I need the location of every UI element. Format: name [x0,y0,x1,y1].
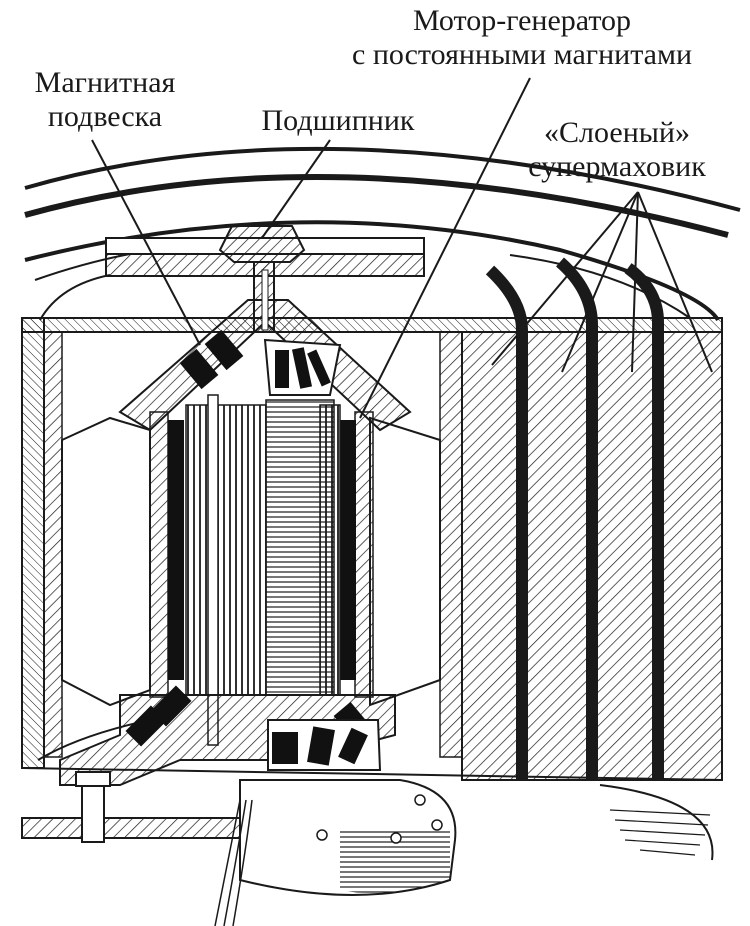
motor-generator-label: Мотор-генератор с постоянными магнитами [352,4,692,72]
motor-housing-right [354,411,374,698]
outer-wall-left [21,317,45,769]
inner-wall-right [439,331,463,758]
leader-lines [91,77,713,419]
lower-rotor-fan [267,719,382,771]
central-shaft [207,394,219,746]
flange-holes [316,794,443,844]
layered-flywheel [461,257,723,781]
bearing-label: Подшипник [228,104,448,138]
magnetic-suspension-label: Магнитная подвеска [0,66,210,134]
magnetic-suspension-label-line2: подвеска [47,100,163,133]
base-flange-shading [340,830,450,894]
motor-generator-label-line1: Мотор-генератор [412,4,632,37]
bearing-label-text: Подшипник [261,104,415,137]
motor-housing-left [149,411,169,698]
right-stator-shell [369,416,441,707]
upper-magnets [179,329,244,390]
mount-plate [21,817,241,839]
rotor-winding-right [319,404,341,696]
bearing-cap [218,225,306,263]
magnetic-suspension-label-line1: Магнитная [34,66,176,99]
housing-arcs [24,146,741,322]
rotor-winding-left [185,404,267,696]
wires [214,799,253,926]
stator-magnet-right [340,420,356,680]
mount-bolt-head [75,771,111,787]
stator-magnet-left [168,420,184,680]
motor-generator-label-line2: с постоянными магнитами [352,38,693,71]
flywheel-label-line1: «Слоеный» [544,116,690,149]
left-stator-shell [61,416,151,707]
upper-rotor-fan [263,338,342,396]
top-rim [21,317,723,333]
bottom-right-shading [609,809,711,856]
flywheel-label: «Слоеный» супермаховик [492,116,742,184]
mount-bolt [81,779,105,843]
flywheel-label-line2: супермаховик [528,150,706,183]
bearing-pin [261,269,269,331]
inner-wall-left [43,331,63,758]
